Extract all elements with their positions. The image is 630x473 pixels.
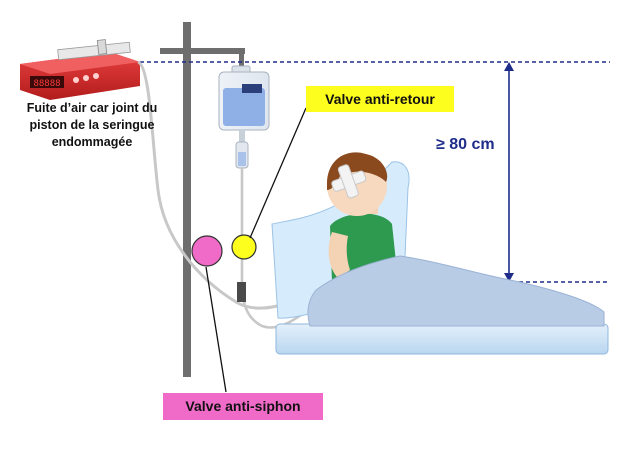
antiretour-callout-line (249, 107, 307, 239)
valve-antiretour-marker (231, 234, 257, 260)
pump-leak-note: Fuite d’air car joint du piston de la se… (14, 100, 170, 151)
antisiphon-callout-line (205, 266, 227, 393)
iv-pole (160, 22, 245, 377)
pump-leak-note-line: piston de la seringue (29, 118, 155, 132)
pump-leak-note-line: endommagée (51, 135, 133, 149)
height-label: ≥ 80 cm (436, 136, 495, 153)
pump-display: 88888 (33, 79, 60, 89)
patient-in-bed-icon (271, 152, 609, 355)
arrow-down-icon (504, 273, 514, 282)
valve-antisiphon-label: Valve anti-siphon (163, 393, 323, 420)
bandage-icon (331, 164, 367, 199)
valve-antisiphon-marker (191, 235, 223, 267)
luer-connector (237, 282, 246, 302)
arrow-up-icon (504, 62, 514, 71)
pump-leak-note-line: Fuite d’air car joint du (26, 101, 158, 115)
iv-bag-icon (218, 65, 270, 169)
syringe-pump-icon: 88888 (20, 39, 140, 100)
valve-antiretour-label: Valve anti-retour (306, 86, 454, 112)
